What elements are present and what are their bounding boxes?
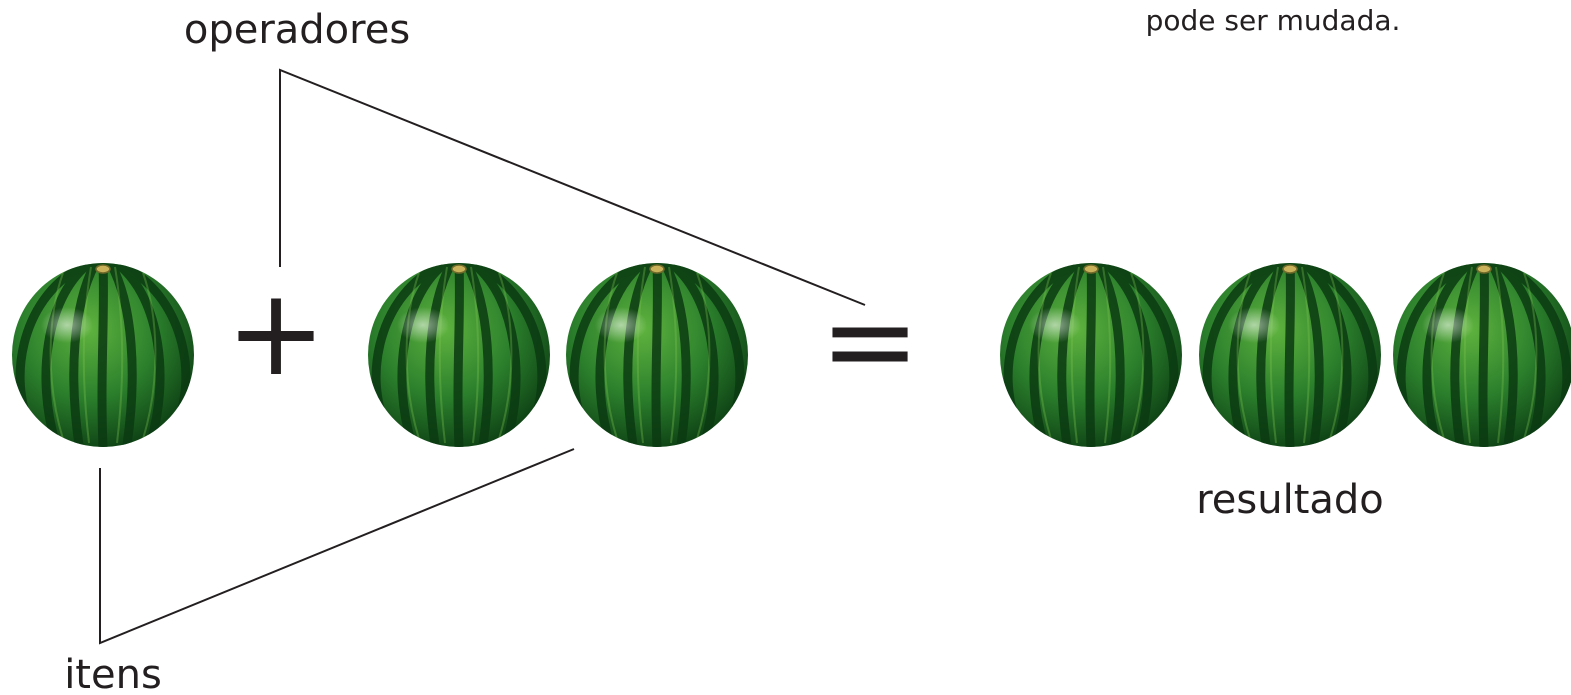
- equals-sign: =: [820, 272, 921, 411]
- result-label: resultado: [1196, 477, 1384, 523]
- operators-label: operadores: [184, 7, 410, 53]
- watermelon-result-3: [1393, 263, 1571, 447]
- watermelon-item-left: [12, 263, 194, 447]
- plus-sign: +: [226, 264, 327, 403]
- operators-connector: [279, 68, 866, 306]
- watermelon-item-middle-1: [368, 263, 550, 447]
- watermelon-item-middle-2: [566, 263, 748, 447]
- items-connector: [99, 448, 575, 645]
- watermelon-result-2: [1199, 263, 1381, 447]
- items-label: itens: [64, 652, 162, 695]
- note-text: pode ser mudada.: [1146, 4, 1401, 37]
- watermelon-result-1: [1000, 263, 1182, 447]
